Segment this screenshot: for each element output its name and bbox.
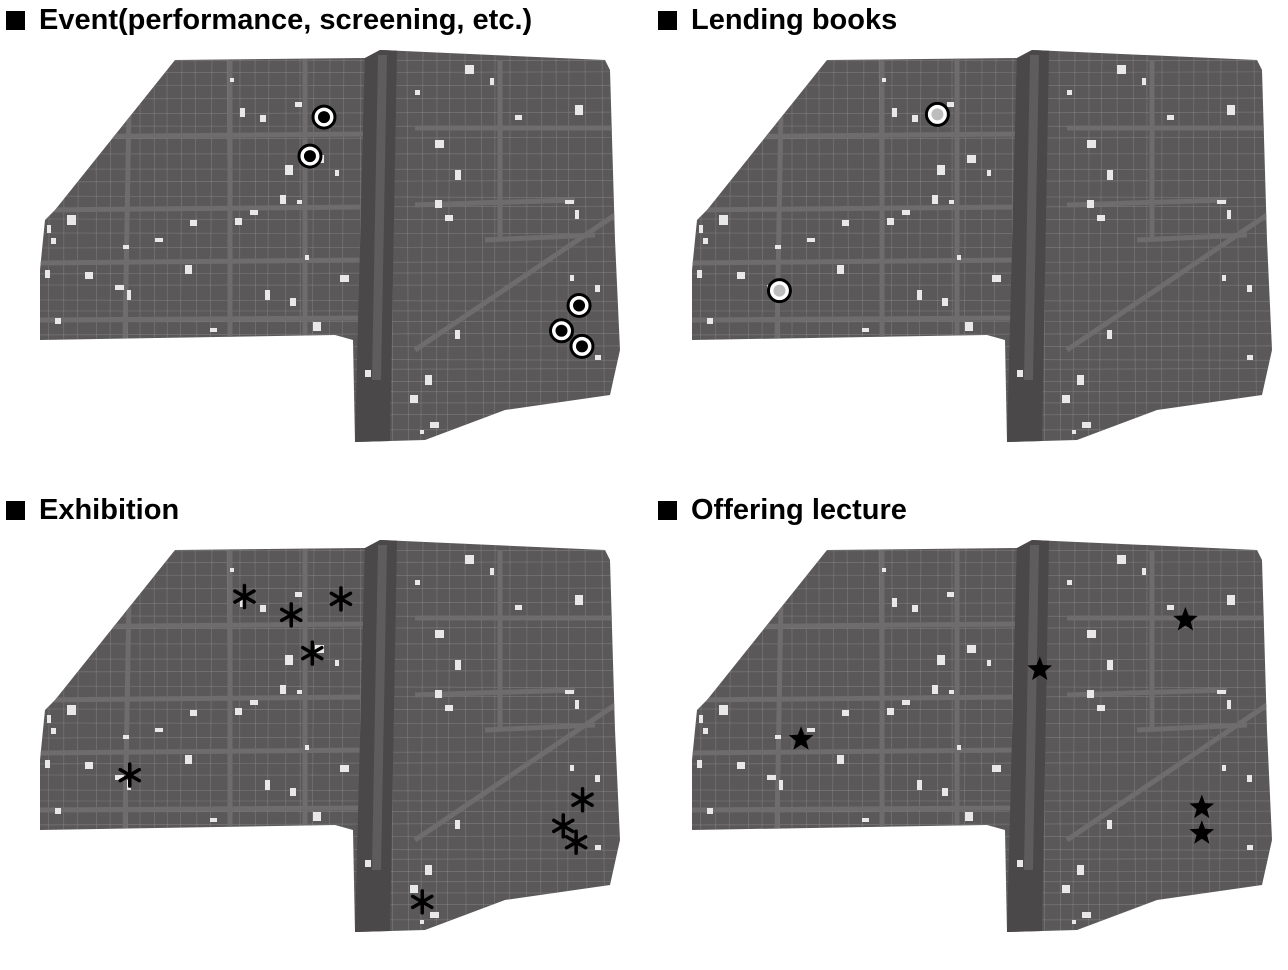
double-ring-dot-icon — [312, 105, 336, 129]
map-event — [0, 0, 630, 480]
map-lending — [652, 0, 1282, 480]
double-ring-dot-icon — [570, 334, 594, 358]
double-ring-dot-icon — [298, 144, 322, 168]
map-lecture — [652, 490, 1282, 970]
panel-exhibition: Exhibition — [0, 490, 630, 970]
map-exhibition — [0, 490, 630, 970]
double-ring-gray-dot-icon — [925, 102, 949, 126]
double-ring-dot-icon — [550, 319, 574, 343]
panel-event: Event(performance, screening, etc.) — [0, 0, 630, 480]
panel-lending: Lending books — [652, 0, 1282, 480]
double-ring-gray-dot-icon — [767, 279, 791, 303]
double-ring-dot-icon — [567, 293, 591, 317]
panel-lecture: Offering lecture — [652, 490, 1282, 970]
